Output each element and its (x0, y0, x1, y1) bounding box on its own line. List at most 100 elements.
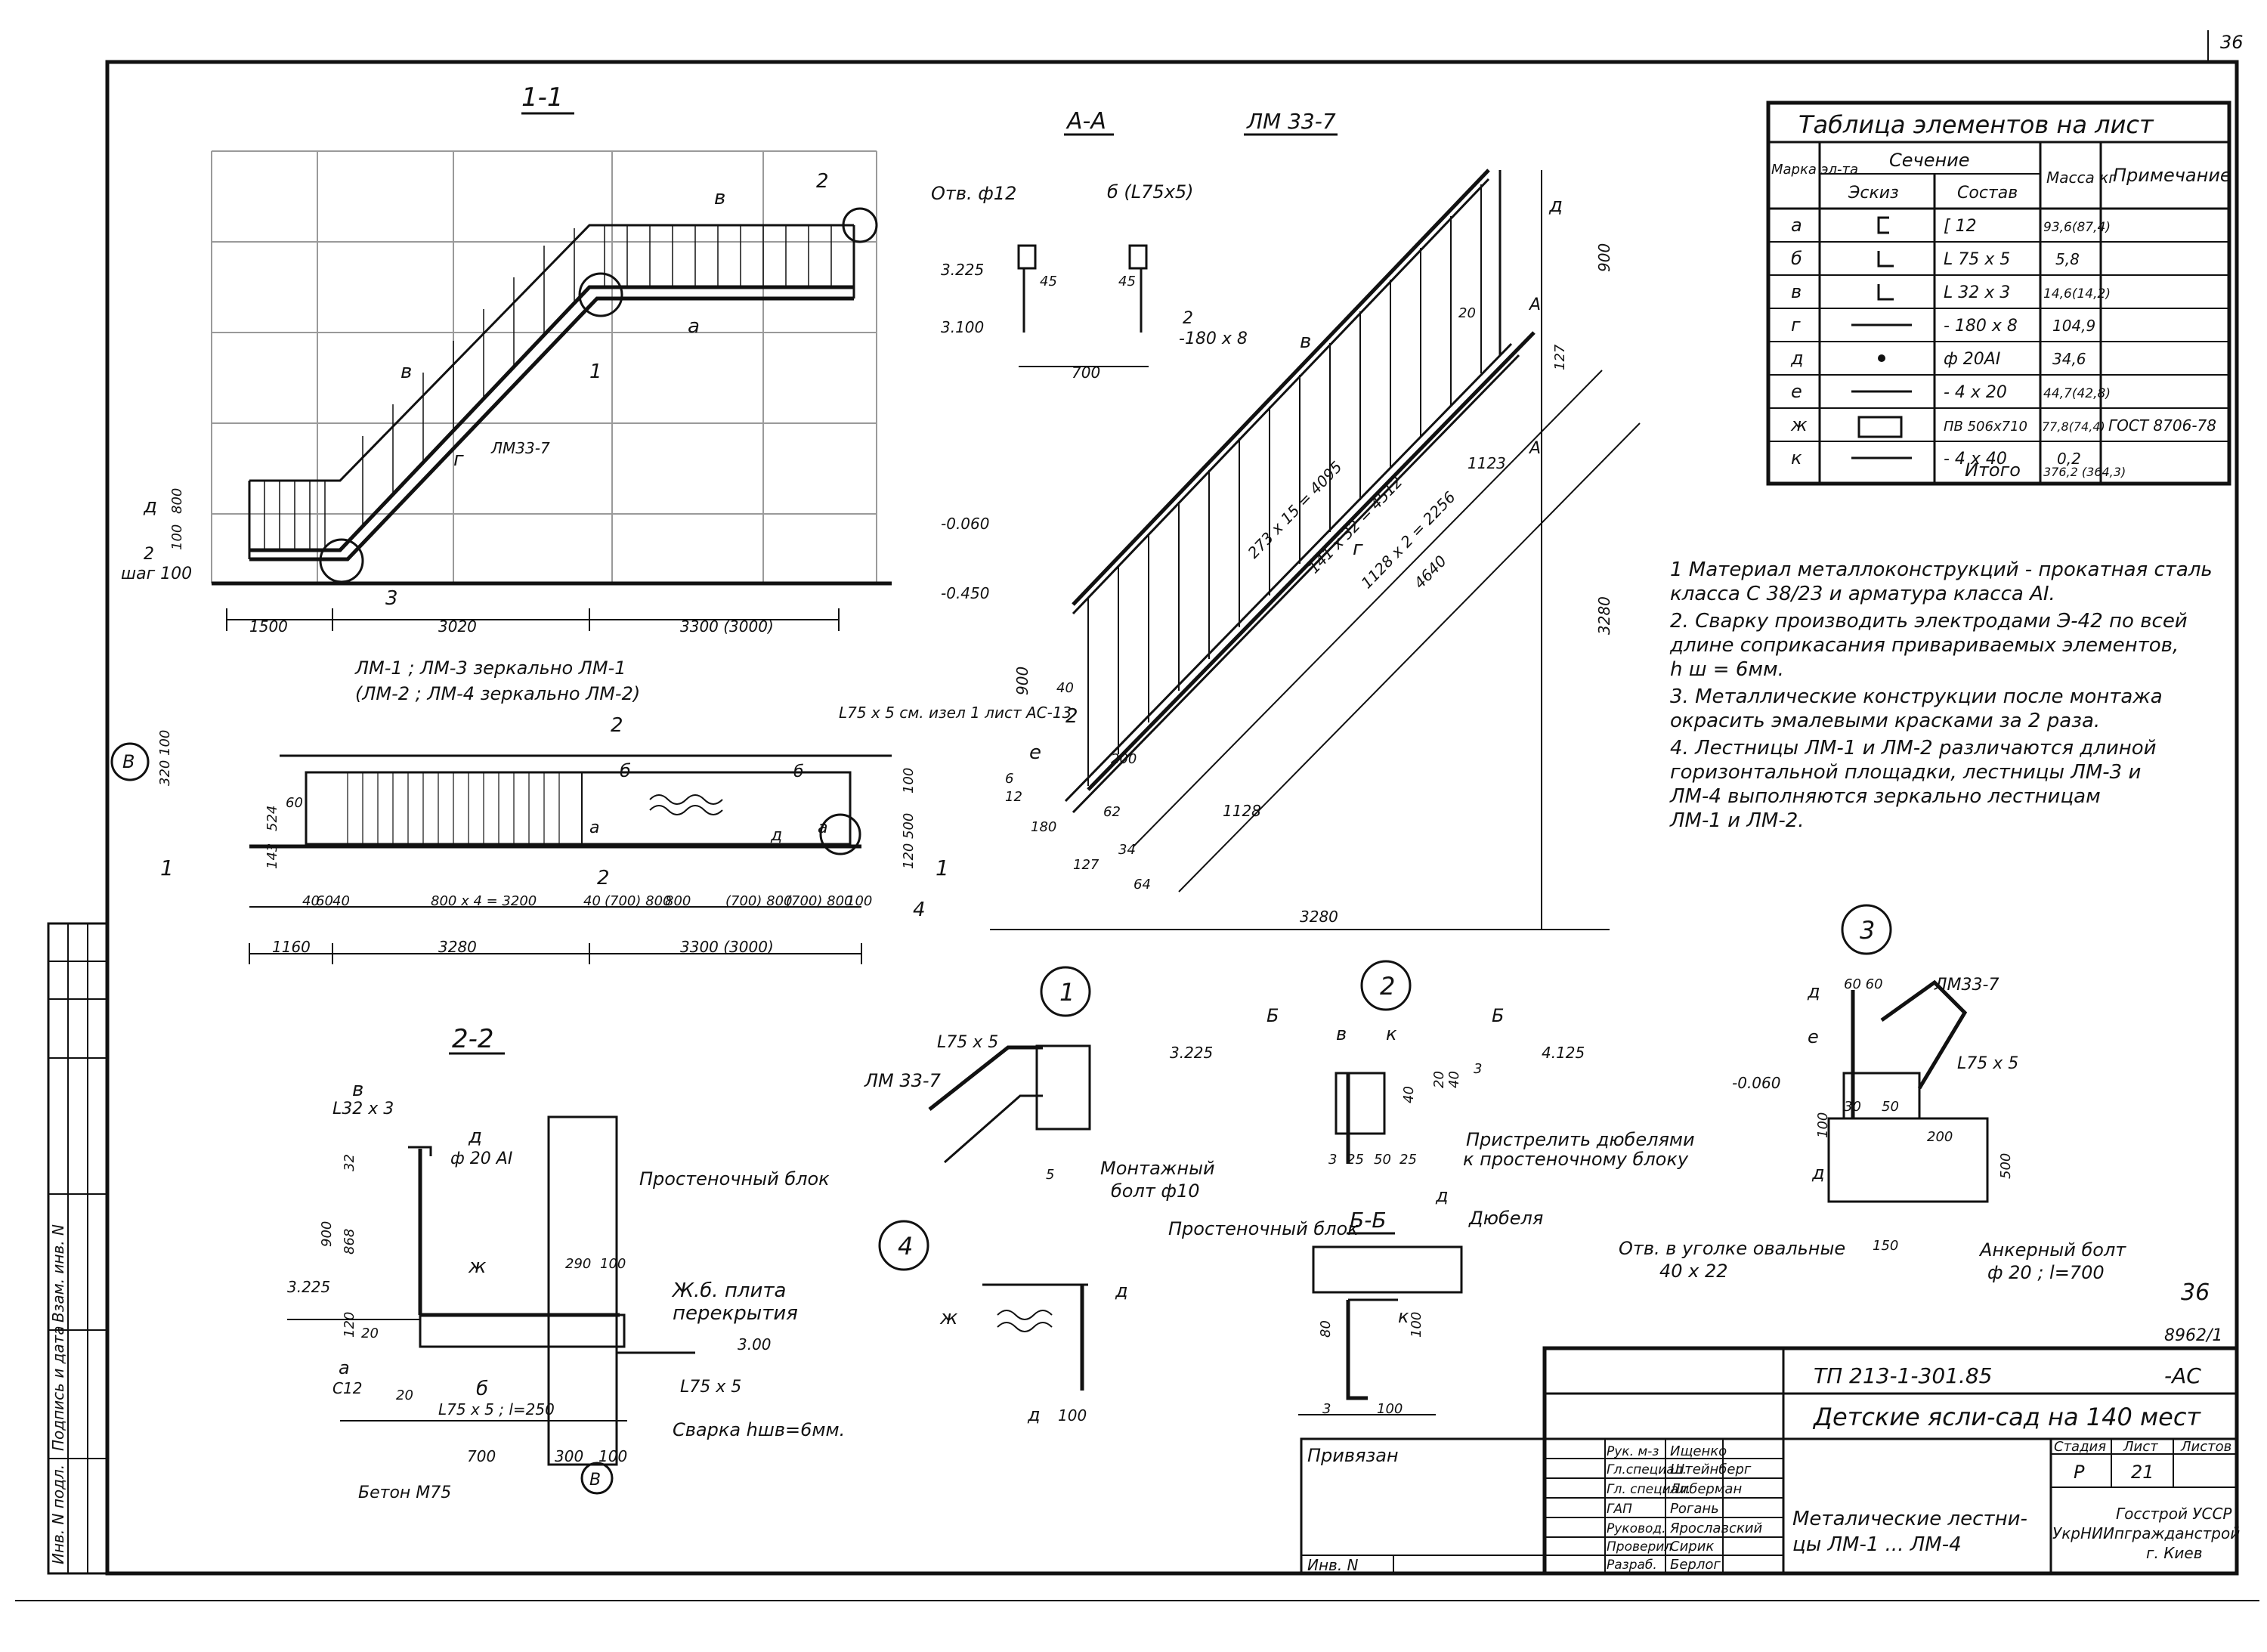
s22-angle: L32 х 3 (332, 1100, 394, 1118)
s22-dim120: 120 (342, 1312, 357, 1338)
plan-dim-bot-1: 3280 (438, 938, 477, 956)
node-1-angle: L75 х 5 (937, 1033, 998, 1052)
table-row-comp-4: ф 20АI (1944, 350, 2000, 369)
tb-stage: Р (2074, 1462, 2085, 1483)
node-1-dim5: 5 (1046, 1167, 1054, 1183)
tb-role-4: Руковод. (1607, 1521, 1666, 1536)
caption-line-1: ЛМ-1 ; ЛМ-3 зеркально ЛМ-1 (354, 657, 626, 679)
aa-elev2: 3.100 (941, 318, 984, 336)
s22-v: в (352, 1078, 363, 1101)
round-bar-icon (1878, 354, 1885, 362)
node-3-e: е (1808, 1026, 1819, 1047)
stair-g: г (1353, 537, 1363, 560)
node-3-d2: д (1811, 1162, 1825, 1183)
plan-dim120: 120 (901, 843, 917, 869)
stair-dim180: 180 (1031, 819, 1056, 835)
node-2-dim25: 25 (1347, 1152, 1364, 1168)
tb-role-6: Разраб. (1607, 1558, 1657, 1573)
node-3-hole2: 40 х 22 (1659, 1261, 1728, 1282)
tb-name-5: Сирик (1670, 1539, 1714, 1555)
table-row-mass-2: 14,6(14,2) (2043, 286, 2111, 302)
page-number: 36 (2220, 32, 2244, 53)
table-row-comp-2: L 32 х 3 (1944, 283, 2010, 302)
s22-slab2: перекрытия (673, 1302, 798, 1325)
view-title-1-1: 1-1 (521, 82, 564, 113)
node-2-note2: к простеночному блоку (1463, 1149, 1689, 1170)
s22-dim900: 900 (319, 1221, 335, 1247)
s22-elev2: 3.00 (738, 1335, 772, 1353)
s22-weld: Сварка hшв=6мм. (673, 1419, 845, 1440)
plan-dim524: 524 (264, 806, 280, 831)
plan-dim-top-1: 40 (332, 893, 350, 909)
bb-dim3: 3 (1322, 1401, 1331, 1417)
s22-slab1: Ж.б. плита (671, 1279, 786, 1302)
s22-dim32: 32 (342, 1154, 357, 1171)
node-2-note1: Пристрелить дюбелями (1466, 1129, 1695, 1150)
node-1-number: 1 (1059, 978, 1075, 1007)
table-row-mark-3: г (1791, 314, 1801, 336)
s22-angle3: L75 х 5 (680, 1378, 741, 1397)
stair-dim3280v: 3280 (1595, 596, 1613, 635)
node-1-bolt1: Монтажный (1100, 1158, 1215, 1179)
node-3: 3 д е ЛМ33-7 60 60 L75 х 5 -0.060 д 100 … (1619, 904, 2126, 1283)
table-row-comp-1: L 75 х 5 (1944, 250, 2010, 269)
plan-dim100: 100 (157, 730, 173, 756)
plan-dim-top-7: (700) 800 (786, 893, 852, 909)
tb-role-1: Гл.специал. (1607, 1462, 1687, 1477)
table-row-comp-6: ПВ 506х710 (1944, 419, 2027, 435)
stair-a-arrow2: А (1528, 439, 1541, 458)
plan-dim143: 143 (264, 843, 280, 869)
stair-elev2: -0.450 (941, 584, 989, 602)
s22-elev1: 3.225 (287, 1278, 330, 1296)
stamp-col-1: Инв. N подл. (49, 1465, 67, 1564)
label-d: д (143, 495, 157, 518)
node-3-number: 3 (1860, 916, 1875, 945)
node-1-elev: 3.225 (1170, 1044, 1213, 1062)
node-2-dim50: 50 (1374, 1152, 1391, 1168)
label-dim800: 800 (169, 488, 185, 514)
node-4-number: 4 (898, 1232, 913, 1261)
note-line-8: горизонтальной площадки, лестницы ЛМ-3 и (1670, 761, 2141, 784)
note-line-4: h ш = 6мм. (1670, 658, 1784, 681)
view-title-2-2: 2-2 (452, 1024, 494, 1054)
s22-w300: 300 (555, 1447, 583, 1465)
node-3-hole1: Отв. в уголке овальные (1619, 1238, 1845, 1259)
table-head-note: Примечание (2113, 165, 2231, 186)
plan-dim-bot-2: 3300 (3000) (680, 938, 774, 956)
stair-dim64: 64 (1134, 877, 1151, 893)
table-row-mass-3: 104,9 (2052, 317, 2095, 335)
section-a-a: А-А ЛМ 33-7 Отв. ф12 б (L75х5) 2 -180 х … (931, 108, 1338, 382)
stair-dim6: 6 (1005, 771, 1013, 787)
stair-dim34: 34 (1118, 842, 1136, 858)
s22-dim290: 290 (565, 1256, 591, 1272)
node-4-d2: д (1027, 1404, 1041, 1425)
stair-dim127b: 127 (1073, 857, 1099, 873)
node-3-dim50: 50 (1882, 1099, 1899, 1115)
tb-role-5: Проверил (1607, 1539, 1672, 1555)
stair-dim20: 20 (1458, 305, 1476, 321)
dim-1-1-0: 1500 (249, 617, 288, 636)
stair-dim4640: 4640 (1410, 552, 1450, 592)
aa-plate: -180 х 8 (1179, 329, 1248, 348)
node-3-dim30: 30 (1844, 1099, 1861, 1115)
dim-1-1-2: 3300 (3000) (680, 617, 774, 636)
node-3-dim500: 500 (1998, 1153, 2014, 1179)
label-step: шаг 100 (121, 565, 192, 583)
node-3-d: д (1807, 981, 1820, 1002)
table-row-comp-3: - 180 х 8 (1944, 317, 2018, 336)
stair-balusters (1087, 184, 1482, 786)
node-2-d: д (1435, 1185, 1449, 1206)
node-2-dim3: 3 (1328, 1152, 1337, 1168)
label-dim100: 100 (169, 524, 185, 550)
tb-section: -АС (2164, 1363, 2201, 1388)
plan-dim-top-5: 800 (665, 893, 691, 909)
plan-lm: L75 х 5 см. изел 1 лист АС-13 (839, 704, 1072, 722)
node-4-zh: ж (939, 1307, 958, 1329)
tb-sheets-label: Листов (2180, 1439, 2231, 1455)
table-head-mark: Марка эл-та (1771, 162, 1858, 178)
plan-view: В б 2 2 L75 х 5 см. изел 1 лист АС-13 1 … (110, 704, 1072, 964)
node-3-dim6060: 60 60 (1844, 976, 1883, 992)
s22-a: а (339, 1357, 350, 1378)
tb-name-1: Штейнберг (1670, 1462, 1752, 1477)
node-2-b2: Б (1492, 1005, 1504, 1026)
